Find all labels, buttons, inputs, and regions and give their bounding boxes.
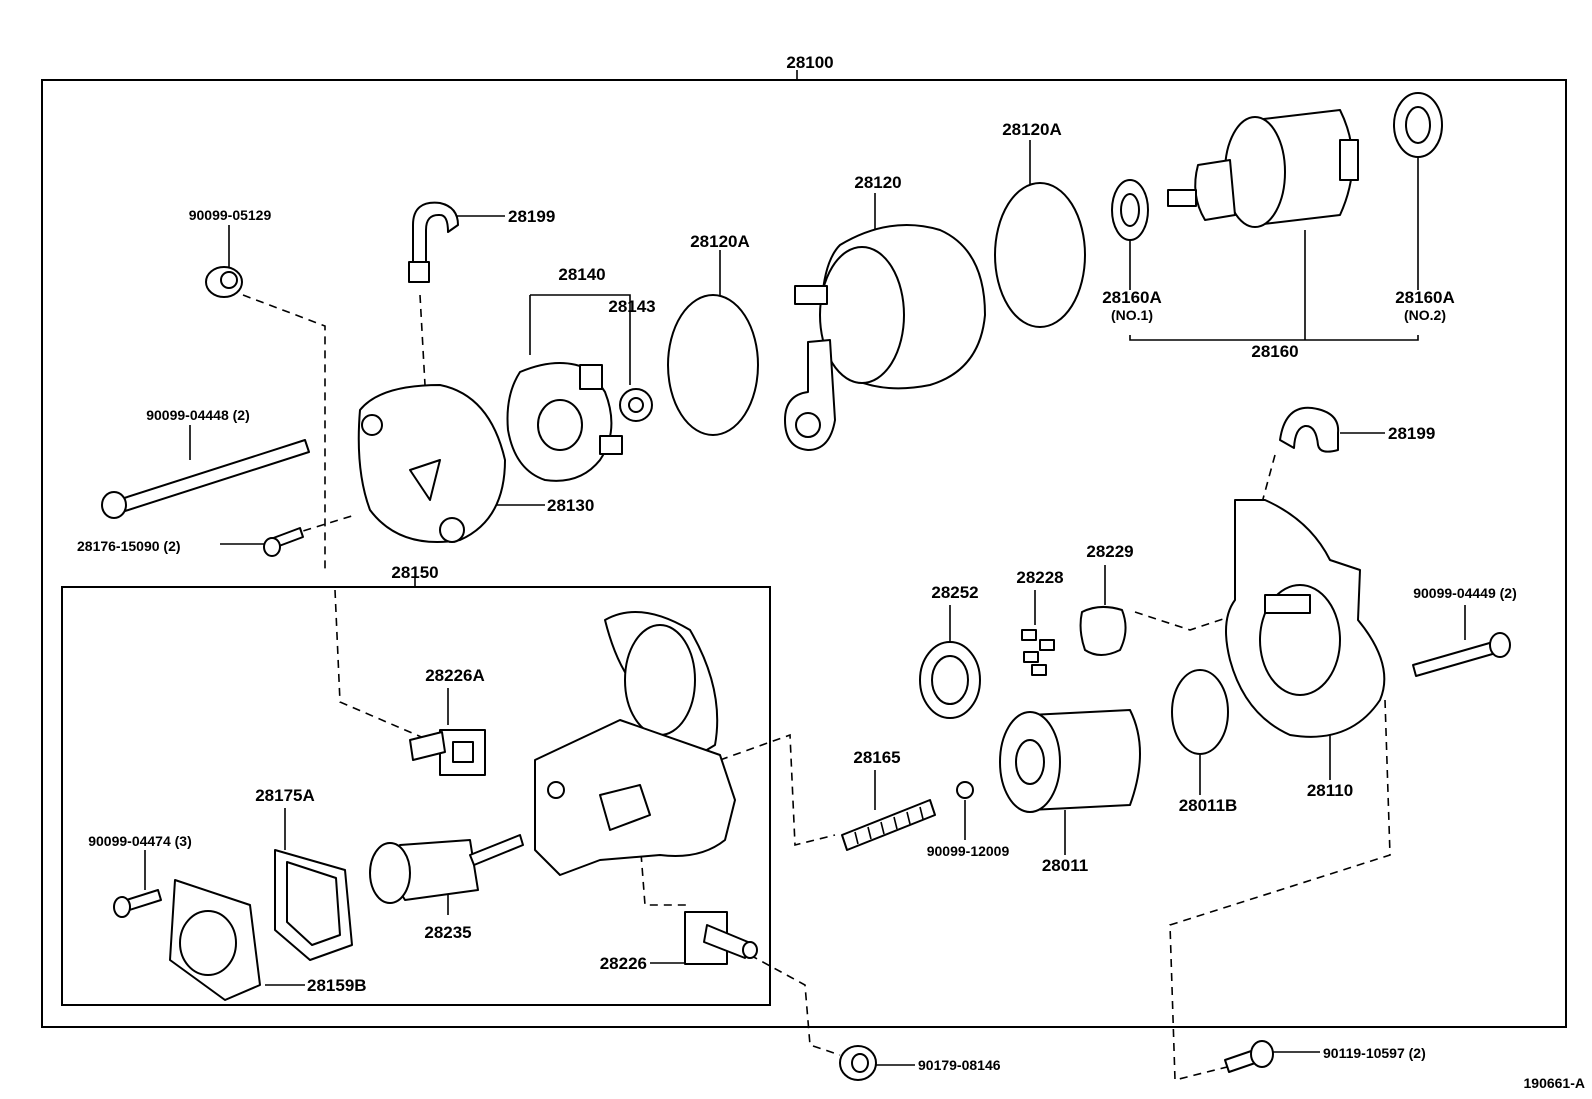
label-brush-holder: 28140 [558,265,605,284]
ear-tube-part-right [1279,406,1340,453]
gear-part [919,641,981,719]
retainer-part [1079,606,1127,656]
label-through-bolt: 90099-04448 (2) [146,407,250,423]
leader-brush-holder [529,294,631,385]
label-o-ring-right: 28120A [1002,120,1062,139]
plunger-part [369,834,524,904]
label-armature: 28160 [1251,342,1298,361]
ear-tube-part [408,201,459,283]
armature-part [1167,109,1359,228]
dash-ear-tube [419,294,426,386]
end-frame-part [357,384,506,543]
cover-screw-part [113,889,162,918]
gasket-part [274,849,353,961]
housing-part [1225,499,1386,738]
bearing-no1-part [1111,179,1149,241]
dash-bolt-bottom [1169,699,1391,1082]
roller-part [1021,629,1055,676]
bottom-bolt-part [1224,1040,1274,1073]
end-frame-screw-part [263,527,304,557]
label-terminal: 28226 [600,954,647,973]
label-ball: 90099-12009 [927,843,1010,859]
label-bolt-housing: 90099-04449 (2) [1413,585,1517,601]
dash-nut [749,954,841,1056]
dash-screw [289,514,356,536]
label-retainer: 28229 [1086,542,1133,561]
nut-part [839,1045,877,1081]
label-nut-bottom: 90179-08146 [918,1057,1001,1073]
dash-spring [719,733,836,847]
bearing-no2-part [1393,92,1443,158]
yoke-part [784,224,986,451]
assembly-frame [41,79,1567,1028]
leader-armature [1129,155,1419,341]
label-cover-screw: 90099-04474 (3) [88,833,192,849]
label-o-ring-left: 28120A [690,232,750,251]
label-plunger: 28235 [424,923,471,942]
o-ring-part-housing [1171,669,1229,755]
brush-spring-part [619,388,653,422]
label-terminal-a: 28226A [425,666,485,685]
label-bearing-no1-note: (NO.1) [1111,307,1153,323]
label-cover: 28159B [307,976,367,995]
label-bolt-bottom: 90119-10597 (2) [1323,1045,1426,1061]
ball-part [956,781,974,799]
label-yoke: 28120 [854,173,901,192]
label-clutch: 28011 [1042,856,1088,875]
label-end-frame: 28130 [547,496,594,515]
label-bearing-no2: 28160A [1395,288,1455,307]
spring-part [841,799,936,851]
figure-number: 190661-A [1524,1075,1586,1091]
label-ear-tube-right: 28199 [1388,424,1435,443]
label-o-ring-housing: 28011B [1179,796,1238,815]
label-roller: 28228 [1016,568,1063,587]
sub-assembly-frame [61,586,771,1006]
label-gasket: 28175A [255,786,315,805]
o-ring-part-right [994,182,1086,328]
label-bearing-no1: 28160A [1102,288,1162,307]
terminal-part [684,911,758,965]
terminal-a-part [409,729,486,776]
label-gear: 28252 [931,583,978,602]
housing-bolt-part [1412,632,1511,677]
through-bolt-part [101,439,310,519]
label-bolt-top: 90099-05129 [189,207,272,223]
o-ring-part-left [667,294,759,436]
solenoid-part [534,611,736,876]
brush-holder-part [506,361,623,482]
label-bearing-no2-note: (NO.2) [1404,307,1446,323]
label-screw-end-frame: 28176-15090 (2) [77,538,181,554]
dash-retainer [1134,611,1236,631]
label-ear-tube-top: 28199 [508,207,555,226]
label-sub-assembly: 28150 [391,563,438,582]
flange-bolt-part [205,266,243,298]
label-assembly: 28100 [786,53,833,72]
label-brush-spring: 28143 [608,297,655,316]
dash-bolt-top [242,294,326,570]
dash-terminal [639,839,690,906]
clutch-part [999,709,1141,813]
label-spring: 28165 [853,748,900,767]
dash-terminal-a [334,589,441,746]
cover-part [169,879,261,1001]
label-housing: 28110 [1307,781,1353,800]
